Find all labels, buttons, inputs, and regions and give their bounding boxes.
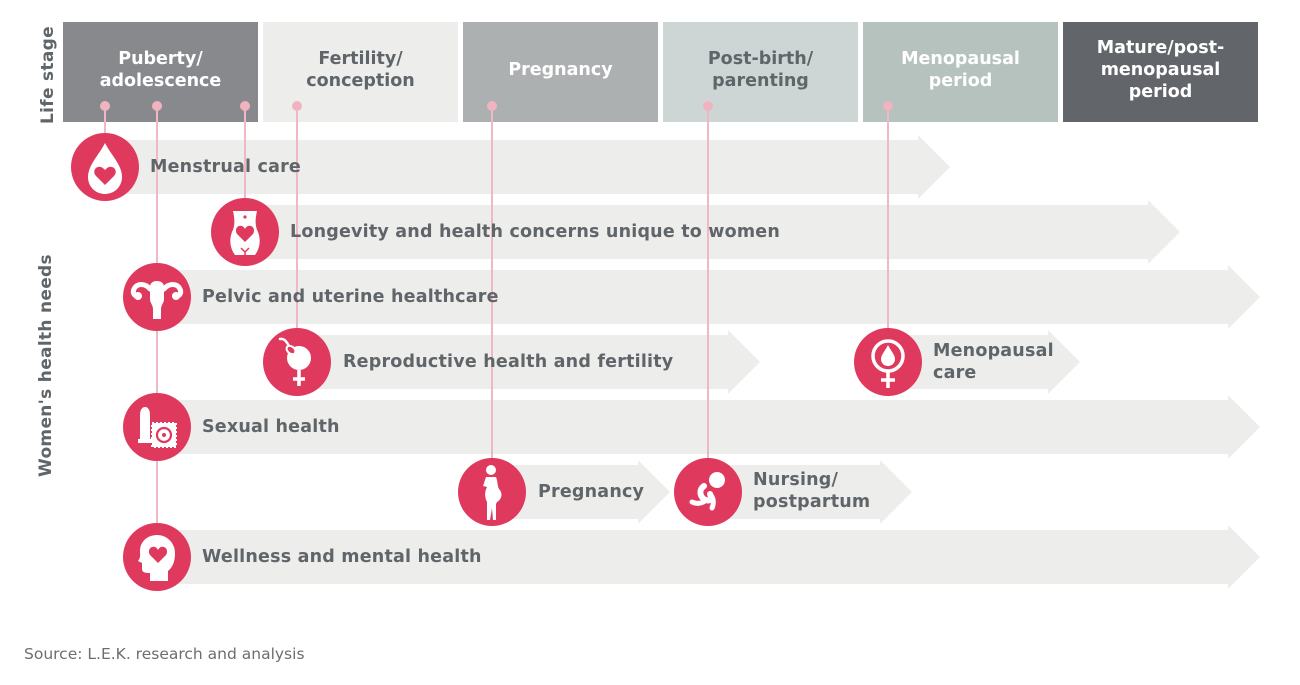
arrow-pregnancy	[492, 460, 670, 524]
stage-label: Puberty/ adolescence	[99, 49, 222, 91]
stage-marker-dot	[292, 101, 302, 111]
baby-icon	[674, 458, 742, 526]
arrow-reproductive	[297, 330, 760, 394]
stage-marker-dot	[487, 101, 497, 111]
need-label-longevity: Longevity and health concerns unique to …	[290, 222, 781, 242]
stage-marker-dot	[100, 101, 110, 111]
connector-line	[887, 108, 889, 333]
need-label-sexual-health: Sexual health	[202, 417, 340, 437]
arrow-longevity	[245, 200, 1180, 264]
stage-mature: Mature/post- menopausal period	[1063, 22, 1258, 122]
stage-label: Mature/post- menopausal period	[1096, 38, 1225, 102]
female-torso-heart-icon	[211, 198, 279, 266]
stage-menopausal: Menopausal period	[863, 22, 1058, 122]
arrow-wellness	[157, 525, 1260, 589]
uterus-icon	[123, 263, 191, 331]
need-label-menstrual-care: Menstrual care	[150, 157, 301, 177]
stage-label: Fertility/ conception	[306, 49, 415, 91]
connector-line	[296, 108, 298, 333]
connector-line	[707, 108, 709, 463]
connector-line	[244, 108, 246, 203]
stage-marker-dot	[703, 101, 713, 111]
blood-drop-heart-icon	[71, 133, 139, 201]
need-label-reproductive: Reproductive health and fertility	[343, 352, 674, 372]
sperm-egg-venus-icon	[263, 328, 331, 396]
stage-marker-dot	[240, 101, 250, 111]
stage-label: Menopausal period	[901, 49, 1020, 91]
pregnant-woman-icon	[458, 458, 526, 526]
arrow-pelvic	[157, 265, 1260, 329]
venus-drop-icon	[854, 328, 922, 396]
stage-post-birth: Post-birth/ parenting	[663, 22, 858, 122]
head-heart-icon	[123, 523, 191, 591]
arrow-menstrual-care	[105, 135, 950, 199]
stage-label: Post-birth/ parenting	[707, 49, 814, 91]
need-label-pelvic: Pelvic and uterine healthcare	[202, 287, 499, 307]
condom-icon	[123, 393, 191, 461]
stage-marker-dot	[883, 101, 893, 111]
need-label-wellness: Wellness and mental health	[202, 547, 482, 567]
need-label-pregnancy: Pregnancy	[538, 482, 645, 502]
arrow-sexual-health	[157, 395, 1260, 459]
stage-marker-dot	[152, 101, 162, 111]
connector-line	[104, 108, 106, 138]
source-note: Source: L.E.K. research and analysis	[24, 645, 305, 663]
arrow-menopausal-care	[888, 330, 1080, 394]
stage-fertility: Fertility/ conception	[263, 22, 458, 122]
connector-line	[491, 108, 493, 463]
stage-label: Pregnancy	[508, 60, 613, 80]
need-label-menopausal-care: Menopausal care	[933, 341, 1054, 383]
need-label-nursing: Nursing/ postpartum	[753, 470, 871, 512]
arrow-nursing	[708, 460, 912, 524]
